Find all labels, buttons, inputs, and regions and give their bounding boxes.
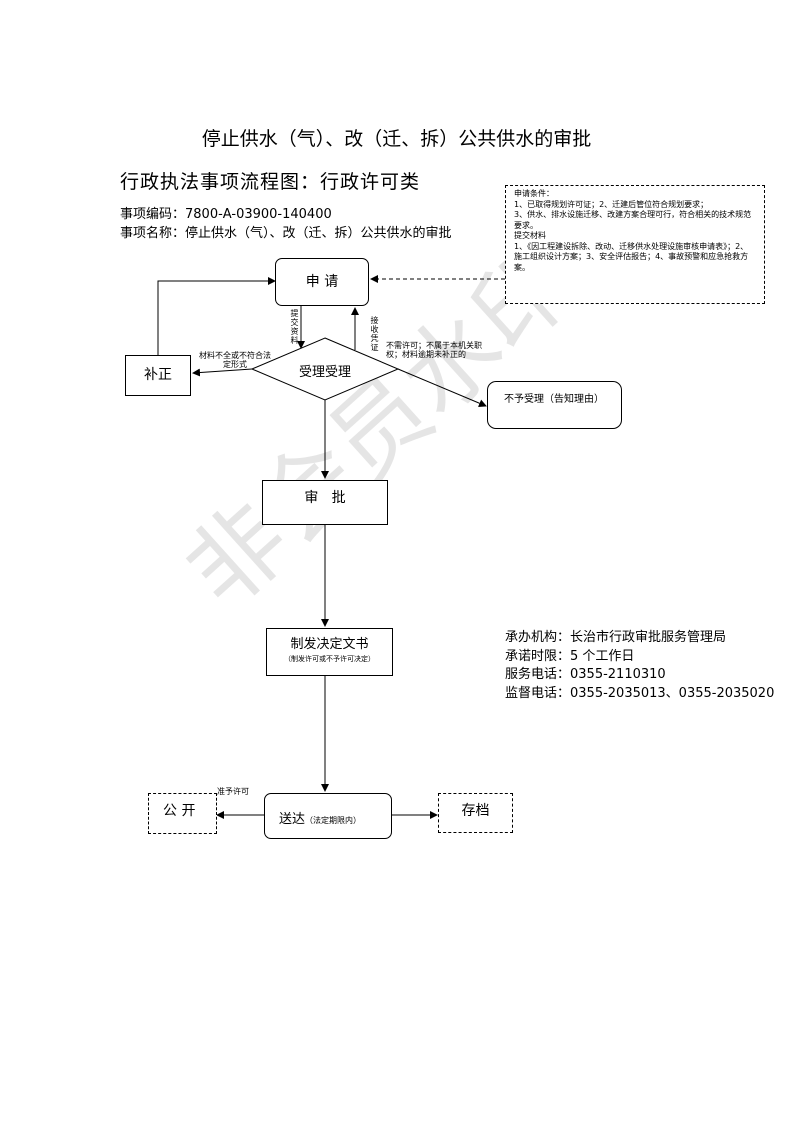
- item-code: 事项编码：7800-A-03900-140400: [120, 207, 332, 222]
- item-name: 事项名称：停止供水（气）、改（迁、拆）公共供水的审批: [120, 226, 452, 241]
- conditions-line: 3、供水、排水设施迁移、改建方案合理可行，符合相关的技术规范要求。: [514, 210, 752, 230]
- conditions-line: 1、《因工程建设拆除、改动、迁移供水处理设施审核申请表》；2、施工组织设计方案；…: [514, 241, 749, 272]
- application-conditions-box: 申请条件： 1、已取得规划许可证；2、迁建后管位符合规划要求； 3、供水、排水设…: [505, 185, 765, 304]
- submit-label: 提交资料: [290, 309, 299, 345]
- reject-label: 不予受理（告知理由）: [504, 394, 604, 405]
- review-node: 审 批: [262, 480, 388, 525]
- archive-label: 存档: [461, 803, 490, 819]
- deliver-note: （法定期限内）: [305, 816, 362, 825]
- supervision-phone-info: 监督电话：0355-2035013、0355-2035020: [505, 686, 775, 701]
- conditions-line: 1、已取得规划许可证；2、迁建后管位符合规划要求；: [514, 199, 709, 209]
- accept-label: 受理受理: [298, 365, 351, 380]
- flowchart-subtitle: 行政执法事项流程图：行政许可类: [120, 171, 421, 193]
- decision-note: （制发许可或不予许可决定）: [284, 655, 375, 663]
- page-title: 停止供水（气）、改（迁、拆）公共供水的审批: [201, 128, 592, 150]
- receive-label: 接收凭证: [370, 316, 379, 352]
- incomplete-label: 材料不全或不符合法定形式: [199, 351, 271, 369]
- apply-label: 申 请: [305, 274, 339, 290]
- supplement-node: 补正: [125, 355, 191, 396]
- reject-node: 不予受理（告知理由）: [487, 381, 622, 429]
- publish-node: 公 开: [148, 793, 217, 834]
- deliver-node: 送达（法定期限内）: [264, 793, 392, 839]
- service-phone-info: 服务电话：0355-2110310: [505, 667, 666, 682]
- not-allowed-label: 不需许可；不属于本机关职权；材料逾期未补正的: [386, 341, 482, 359]
- apply-node: 申 请: [275, 258, 369, 306]
- accept-to-reject-edge: [397, 368, 487, 407]
- publish-label: 公 开: [163, 803, 196, 819]
- accept-to-supplement-edge: [192, 368, 253, 377]
- agency-info: 承办机构：长治市行政审批服务管理局: [505, 630, 727, 645]
- decision-node: 制发决定文书 （制发许可或不予许可决定）: [266, 628, 393, 676]
- time-limit-info: 承诺时限：5 个工作日: [505, 649, 635, 664]
- conditions-line: 提交材料: [514, 231, 546, 240]
- supplement-to-apply-edge: [157, 277, 276, 355]
- review-label: 审 批: [304, 490, 346, 506]
- archive-node: 存档: [438, 793, 513, 833]
- supplement-label: 补正: [144, 367, 172, 383]
- conditions-heading: 申请条件：: [514, 189, 554, 198]
- decision-label: 制发决定文书: [290, 637, 369, 652]
- deliver-label: 送达: [279, 812, 306, 827]
- grant-label: 准予许可: [217, 787, 249, 796]
